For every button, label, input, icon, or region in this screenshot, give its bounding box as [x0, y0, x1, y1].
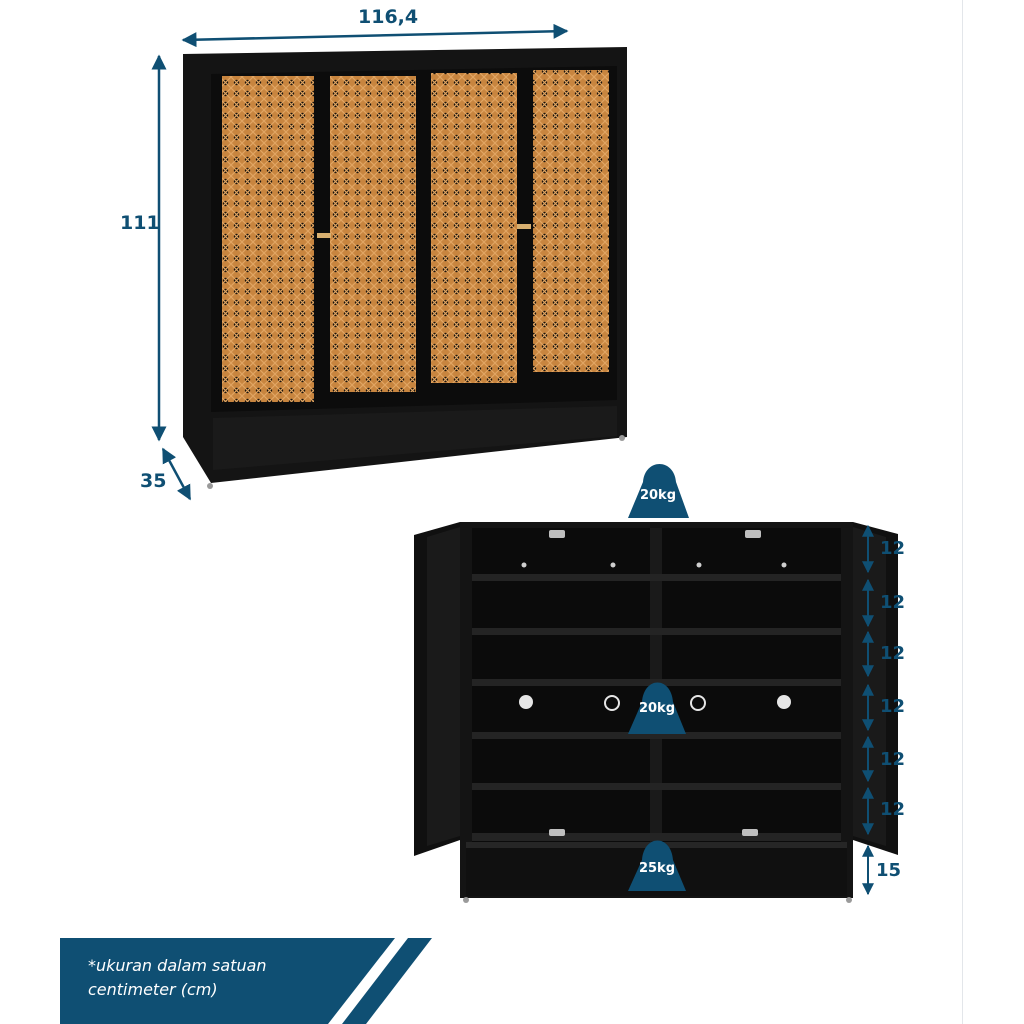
height-label: 111 — [120, 212, 160, 234]
unit-note: *ukuran dalam satuan centimeter (cm) — [88, 954, 267, 1002]
unit-note-line-2: centimeter (cm) — [88, 980, 218, 999]
door-knob-right — [517, 224, 531, 229]
shelf-height-label-3: 12 — [880, 643, 906, 664]
shelf-height-label-2: 12 — [880, 592, 906, 613]
weight-label-top: 20kg — [639, 488, 677, 503]
depth-arrow — [161, 447, 192, 501]
rattan-door-1 — [222, 76, 314, 402]
shelf-height-label-4: 12 — [880, 696, 906, 717]
rattan-door-2 — [330, 76, 416, 392]
weight-badge-top — [628, 464, 689, 518]
width-label: 116,4 — [358, 6, 419, 28]
depth-label: 35 — [140, 470, 167, 492]
unit-note-line-1: *ukuran dalam satuan — [88, 956, 267, 975]
bottom-height-label: 15 — [876, 860, 902, 881]
shelf-height-label-5: 12 — [880, 749, 906, 770]
shelf-height-label-6: 12 — [880, 799, 906, 820]
note-banner-stripe — [342, 938, 432, 1024]
door-knob-left — [317, 233, 331, 238]
width-arrow — [181, 23, 569, 48]
weight-label-bottom: 25kg — [638, 861, 676, 876]
rattan-door-4 — [533, 70, 609, 372]
weight-label-middle: 20kg — [638, 701, 676, 716]
rattan-door-3 — [431, 73, 517, 383]
closed-cabinet — [183, 47, 627, 489]
weight-badge-bottom — [628, 840, 686, 891]
weight-badge-middle — [628, 682, 686, 734]
note-banner — [60, 938, 395, 1024]
shelf-height-label-1: 12 — [880, 538, 906, 559]
page-edge-divider — [962, 0, 963, 1024]
